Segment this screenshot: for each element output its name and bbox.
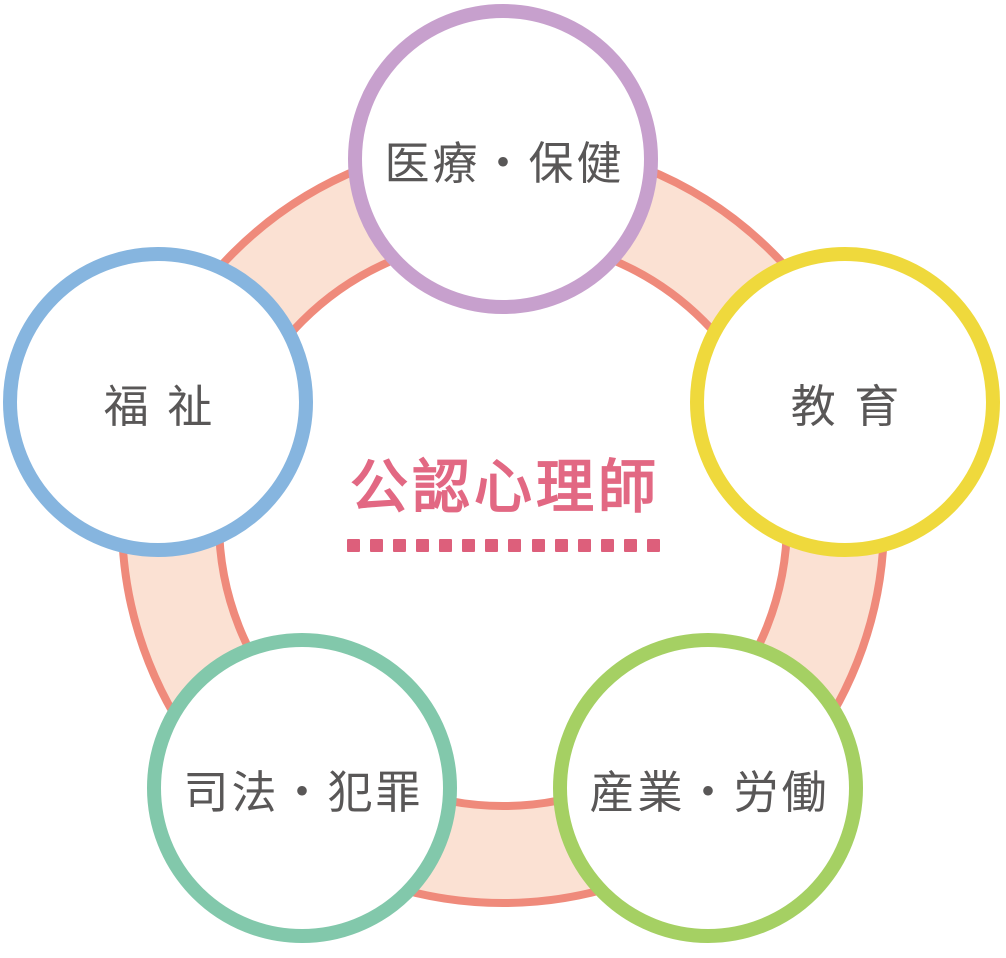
field-label-justice-crime: 司法・犯罪 (183, 766, 424, 818)
underline-dot (416, 538, 430, 552)
underline-dot (623, 538, 637, 552)
underline-dot (600, 538, 614, 552)
field-label-industry-labor: 産業・労働 (589, 766, 830, 818)
underline-dot (347, 538, 360, 552)
field-circle-welfare: 福 祉 (3, 247, 313, 557)
dotted-underline (347, 538, 660, 552)
center-title: 公認心理師 (349, 455, 661, 520)
underline-dot (646, 538, 660, 552)
field-circle-education: 教 育 (690, 247, 1000, 557)
underline-dot (577, 538, 591, 552)
field-circle-medical-health: 医療・保健 (348, 4, 658, 314)
field-circle-industry-labor: 産業・労働 (553, 633, 863, 943)
field-circle-justice-crime: 司法・犯罪 (147, 633, 457, 943)
field-label-education: 教 育 (790, 380, 903, 432)
underline-dot (393, 538, 407, 552)
underline-dot (462, 538, 476, 552)
underline-dot (554, 538, 568, 552)
underline-dot (508, 538, 522, 552)
field-label-welfare: 福 祉 (103, 380, 216, 432)
underline-dot (485, 538, 499, 552)
underline-dot (531, 538, 545, 552)
underline-dot (370, 538, 384, 552)
underline-dot (439, 538, 453, 552)
field-label-medical-health: 医療・保健 (384, 137, 625, 189)
